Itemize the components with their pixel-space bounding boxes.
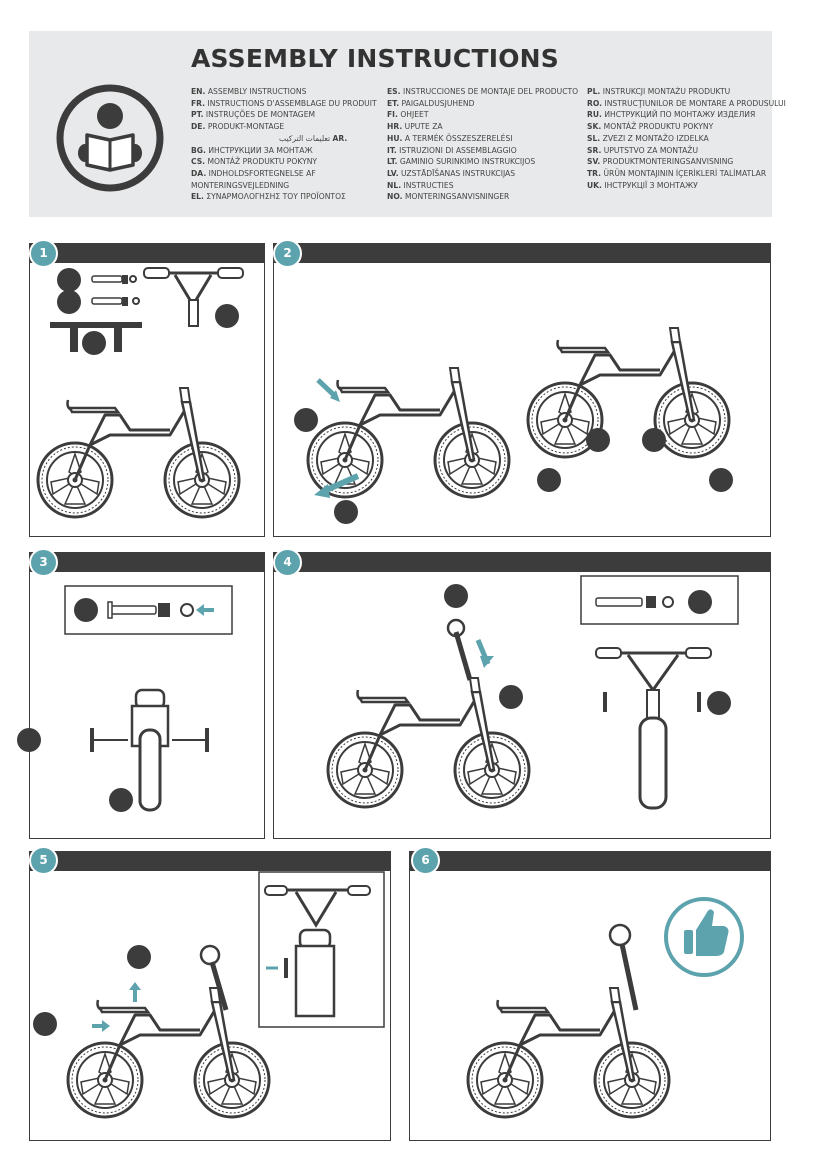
lang-sk: SK. MONTÁŽ PRODUKTU POKYNY [587, 122, 714, 132]
lang-et: ET. PAIGALDUSJUHEND [387, 98, 475, 108]
step-number-3: 3 [29, 548, 58, 577]
lang-lv: LV. UZSTĀDĪŠANAS INSTRUKCIJAS [387, 168, 516, 178]
lang-no: NO. MONTERINGSANVISNINGER [387, 192, 510, 202]
step-6-illustration [468, 923, 669, 1117]
lang-el: EL. ΣΥΝΑΡΜΟΛΟΓΗΣΗΣ ΤΟΥ ΠΡΟΪΟΝΤΟΣ [191, 192, 346, 202]
lang-sr: SR. UPUTSTVO ZA MONTAŽU [587, 145, 699, 155]
lang-cs: CS. MONTÁŽ PRODUKTU POKYNY [191, 157, 318, 167]
lang-sv: SV. PRODUKTMONTERINGSANVISNING [587, 157, 734, 167]
header-banner [29, 31, 772, 217]
lang-hr: HR. UPUTE ZA [387, 122, 443, 132]
step-2-illustration [294, 328, 733, 524]
page-title: ASSEMBLY INSTRUCTIONS [191, 44, 560, 73]
lang-fr: FR. INSTRUCTIONS D'ASSEMBLAGE DU PRODUIT [191, 98, 377, 108]
lang-ro: RO. INSTRUCŢIUNILOR DE MONTARE A PRODUSU… [587, 98, 786, 108]
step-5-header-bar [30, 852, 390, 871]
lang-lt: LT. GAMINIO SURINKIMO INSTRUKCIJOS [387, 157, 536, 167]
step-4-header-bar [274, 553, 770, 572]
step-3-illustration [17, 585, 233, 812]
language-column-1: EN. ASSEMBLY INSTRUCTIONS FR. INSTRUCTIO… [191, 86, 377, 203]
step-1-parts [38, 267, 244, 517]
lang-es: ES. INSTRUCCIONES DE MONTAJE DEL PRODUCT… [387, 87, 579, 96]
step-6-header-bar [410, 852, 770, 871]
lang-en: EN. ASSEMBLY INSTRUCTIONS [191, 87, 307, 96]
step-number-1: 1 [29, 239, 58, 268]
lang-hu: HU. A TERMÉK ÖSSZESZERELÉSI [387, 133, 513, 143]
step-number-5: 5 [29, 846, 58, 875]
lang-sl: SL. ZVEZI Z MONTAŽO IZDELKA [587, 133, 709, 143]
lang-fi: FI. OHJEET [387, 110, 429, 120]
lang-ru: RU. ИНСТРУКЦИЙ ПО МОНТАЖУ ИЗДЕЛИЯ [587, 110, 756, 120]
step-2-header-bar [274, 244, 770, 263]
step-1-header-bar [30, 244, 264, 263]
lang-de: DE. PRODUKT-MONTAGE [191, 122, 285, 132]
step-3-header-bar [30, 553, 264, 572]
language-column-3: PL. INSTRUKCJI MONTAŻU PRODUKTU RO. INST… [587, 86, 786, 191]
step-number-6: 6 [411, 846, 440, 875]
lang-tr: TR. ÜRÜN MONTAJININ İÇERİKLERİ TALİMATLA… [587, 168, 767, 178]
step-4-illustration [328, 575, 739, 810]
language-column-2: ES. INSTRUCCIONES DE MONTAJE DEL PRODUCT… [387, 86, 578, 203]
reading-person-icon [56, 84, 164, 192]
lang-ar: تعليمات التركيب AR. [279, 133, 348, 143]
lang-bg: BG. ИНСТРУКЦИИ ЗА МОНТАЖ [191, 145, 313, 155]
step-5-illustration [33, 871, 385, 1117]
lang-it: IT. ISTRUZIONI DI ASSEMBLAGGIO [387, 145, 517, 155]
step-number-4: 4 [273, 548, 302, 577]
step-number-2: 2 [273, 239, 302, 268]
lang-nl: NL. INSTRUCTIES [387, 180, 454, 190]
lang-pt: PT. INSTRUÇÕES DE MONTAGEM [191, 110, 316, 120]
thumbs-up-icon [664, 897, 744, 977]
lang-pl: PL. INSTRUKCJI MONTAŻU PRODUKTU [587, 87, 731, 96]
lang-uk: UK. ІНСТРУКЦІЇ З МОНТАЖУ [587, 180, 698, 190]
lang-da: DA. INDHOLDSFORTEGNELSE AF MONTERINGSVEJ… [191, 168, 316, 190]
